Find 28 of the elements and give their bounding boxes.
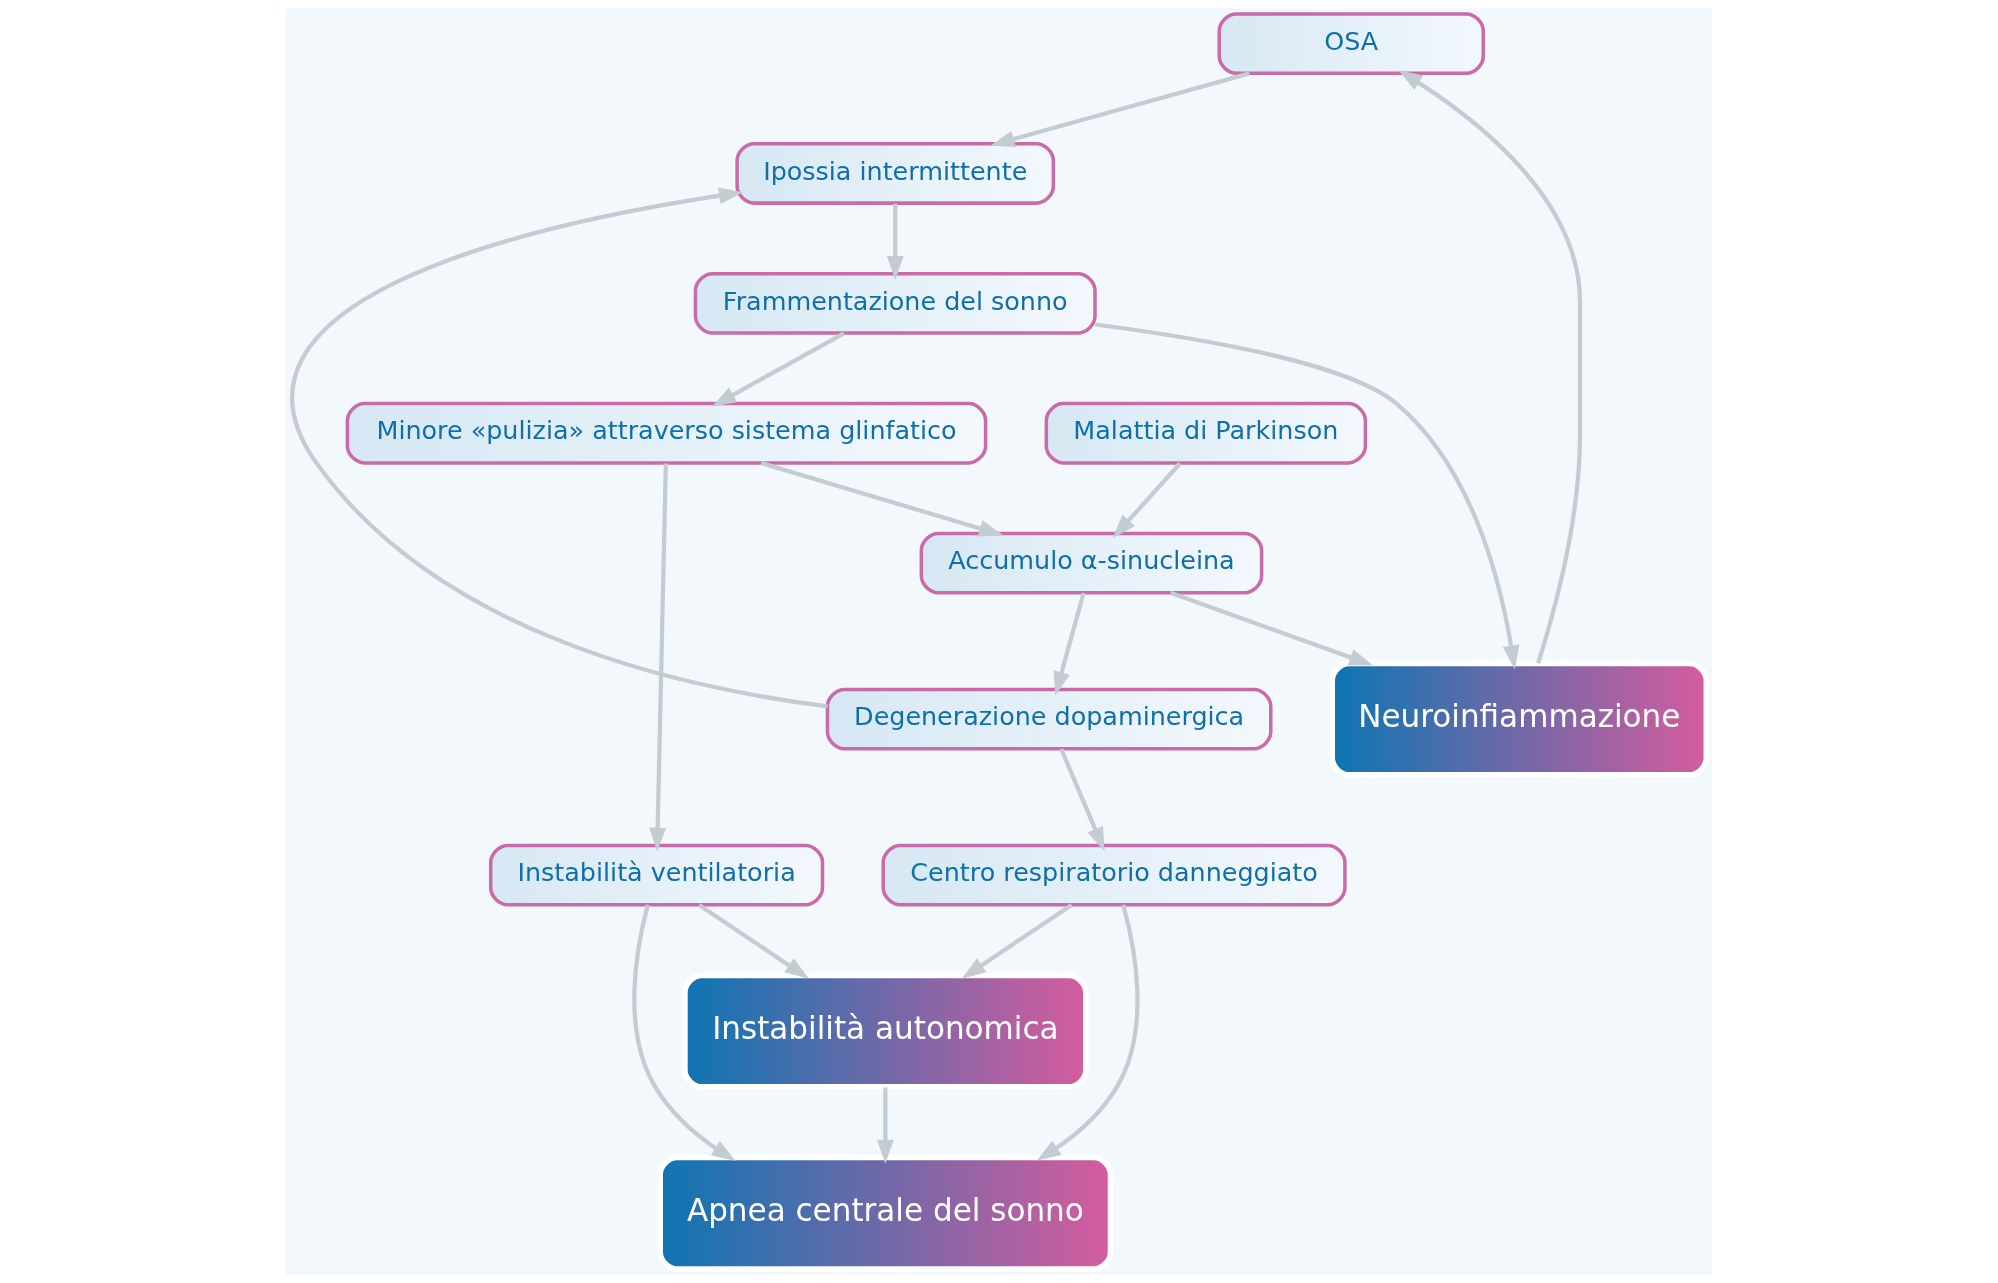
arrow — [290, 187, 828, 709]
node-box: Accumulo α-sinucleina — [919, 531, 1264, 595]
node-box: Malattia di Parkinson — [1044, 401, 1368, 465]
node-box: Apnea centrale del sonno — [657, 1154, 1114, 1272]
node-box: Minore «pulizia» attraverso sistema glinfatico — [345, 401, 988, 465]
arrow — [1053, 592, 1086, 696]
arrow — [632, 904, 736, 1161]
arrow — [1036, 904, 1140, 1161]
arrow — [961, 903, 1073, 979]
arrow — [1112, 462, 1182, 539]
arrow — [1059, 748, 1105, 852]
arrow — [649, 463, 668, 852]
node-box: Instabilità ventilatoria — [488, 843, 825, 907]
arrow — [1398, 70, 1583, 664]
arrow — [760, 461, 1004, 537]
arrow — [1094, 322, 1520, 670]
arrow — [697, 903, 810, 979]
node-box: Degenerazione dopaminergica — [825, 687, 1273, 751]
arrow — [886, 203, 904, 281]
arrow — [712, 331, 845, 407]
arrow — [876, 1087, 894, 1164]
node-box: Instabilità autonomica — [682, 972, 1089, 1090]
arrow — [990, 71, 1251, 148]
node-box: Centro respiratorio danneggiato — [881, 843, 1347, 907]
node-box: OSA — [1217, 12, 1486, 75]
node-box: Ipossia intermittente — [735, 142, 1056, 205]
node-box: Frammentazione del sonno — [693, 271, 1097, 335]
arrow — [1169, 590, 1374, 666]
